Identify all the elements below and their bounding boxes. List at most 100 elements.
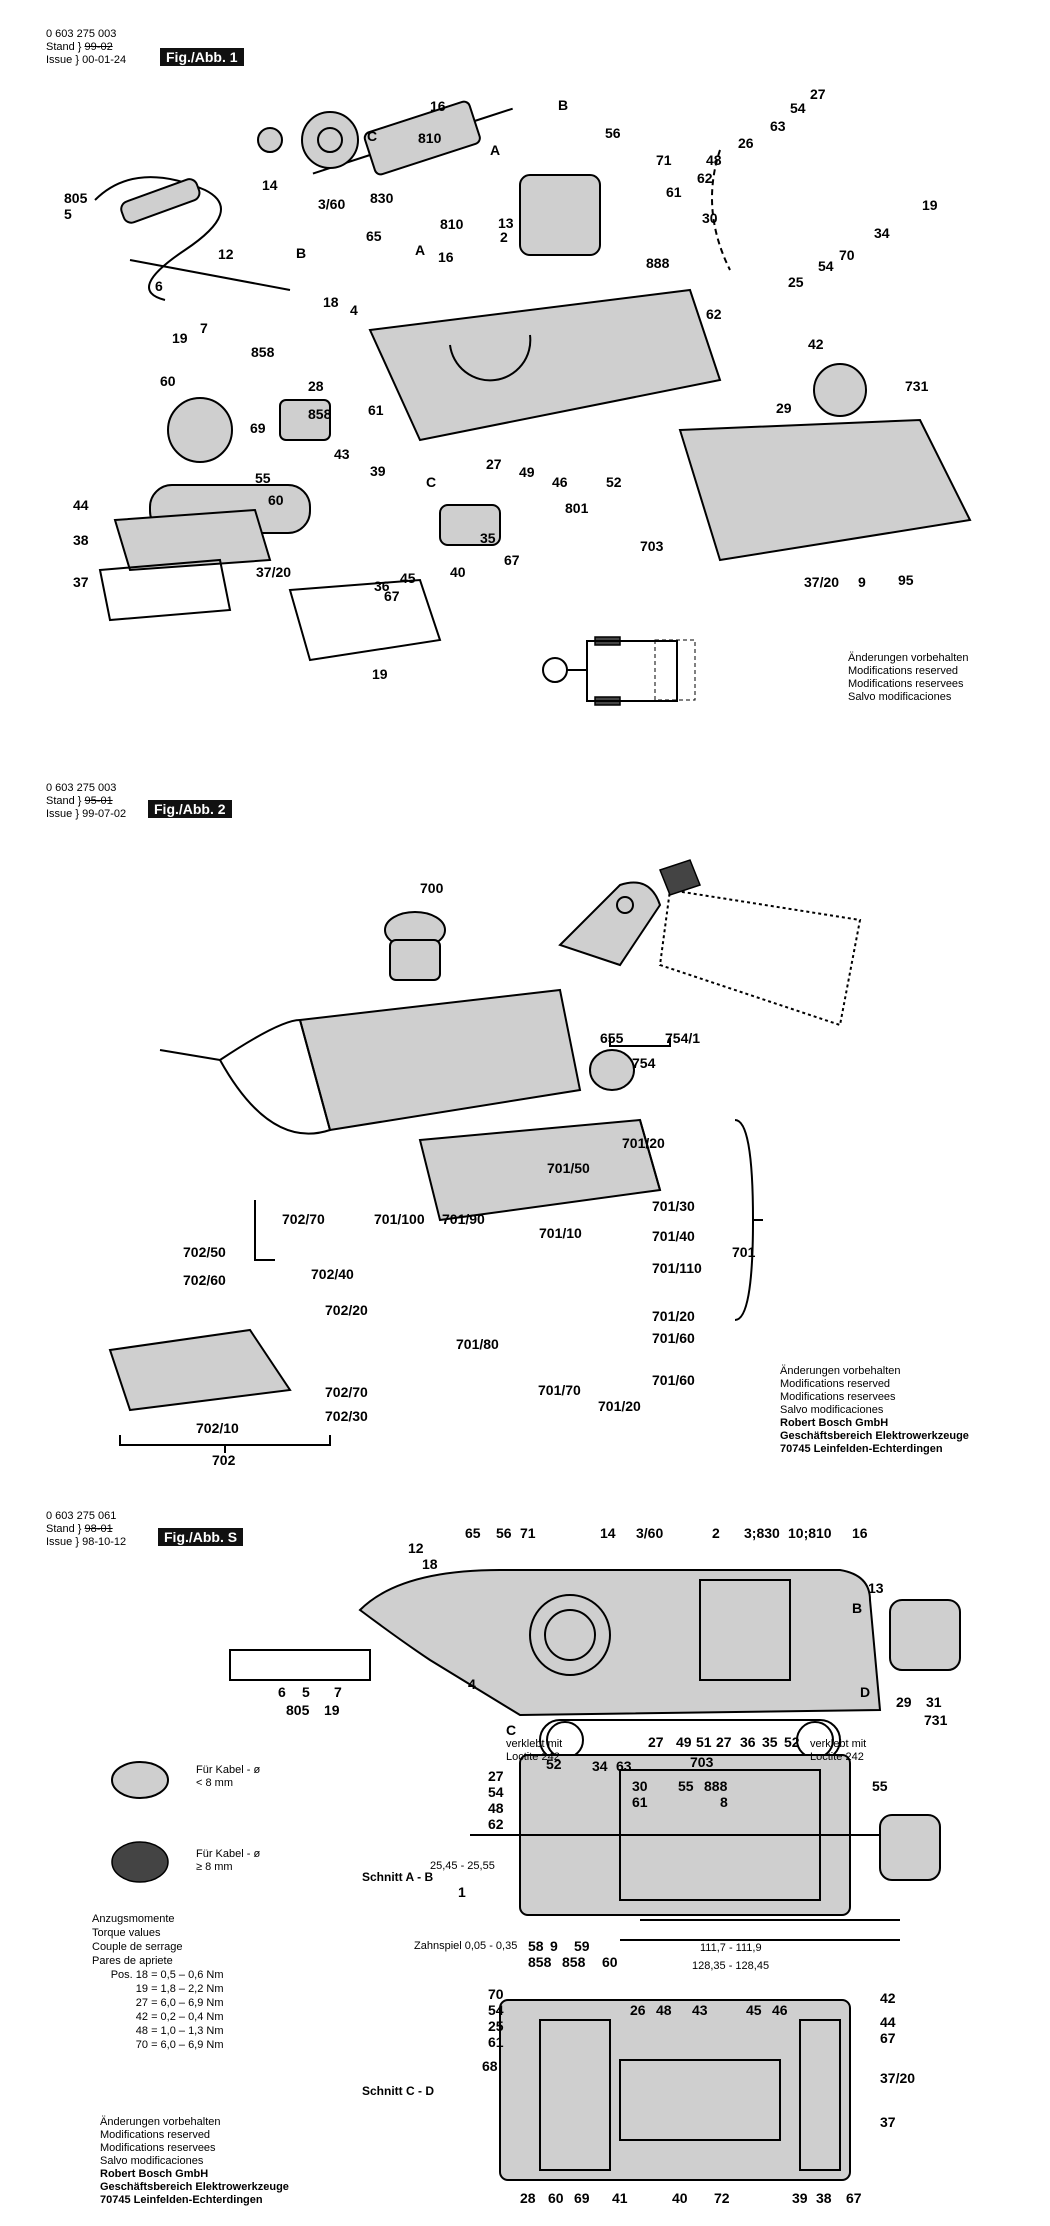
callout: 46: [552, 474, 568, 490]
callout: 4: [350, 302, 358, 318]
callout: 49: [519, 464, 535, 480]
callout: A: [490, 142, 501, 158]
callout: 52: [606, 474, 622, 490]
callout: 37: [73, 574, 89, 590]
callout: 703: [640, 538, 664, 554]
callout: 67: [880, 2030, 896, 2046]
callout: 62: [697, 170, 713, 186]
callout: 731: [905, 378, 929, 394]
callout: 37/20: [804, 574, 840, 590]
callout: 858: [308, 406, 332, 422]
callout: 3/60: [318, 196, 346, 212]
callout: 3/60: [636, 1525, 664, 1541]
callout: 39: [370, 463, 386, 479]
figure-2: 0 603 275 003 Stand } 95-01 Issue } 99-0…: [0, 770, 1050, 1490]
callout: 48: [706, 152, 722, 168]
callout: 55: [872, 1778, 888, 1794]
figs-section-drawings: [111, 1569, 961, 2181]
fig2-label: Fig./Abb. 2: [148, 800, 232, 818]
callout: 5: [302, 1684, 310, 1700]
callout: 26: [738, 135, 754, 151]
callout: 18: [323, 294, 339, 310]
callout: 70: [488, 1986, 504, 2002]
callout: 28: [308, 378, 324, 394]
callout: 655: [600, 1030, 624, 1046]
callout: 702/50: [183, 1244, 226, 1260]
loctite-note-right: verklebt mit Loctite 242: [810, 1738, 867, 1763]
callout: 52: [546, 1756, 562, 1772]
figs-label: Fig./Abb. S: [158, 1528, 244, 1546]
torque-row: 70 = 6,0 – 6,9 Nm: [135, 2039, 224, 2051]
callout: 69: [574, 2190, 590, 2206]
callout: 40: [672, 2190, 688, 2206]
dim-128: 128,35 - 128,45: [692, 1960, 770, 1972]
figure-1: 0 603 275 003 Stand } 99-02 Issue } 00-0…: [0, 0, 1050, 760]
callout: 2: [712, 1525, 720, 1541]
callout: 19: [372, 666, 388, 682]
callout: 14: [262, 177, 278, 193]
callout: 701/50: [547, 1160, 590, 1176]
callout: 701/60: [652, 1372, 695, 1388]
callout: C: [367, 128, 378, 144]
callout: D: [860, 1684, 871, 1700]
callout: 29: [896, 1694, 912, 1710]
callout: 19: [172, 330, 188, 346]
callout: 35: [480, 530, 496, 546]
callout: 701/60: [652, 1330, 695, 1346]
callout: 14: [600, 1525, 616, 1541]
callout: 48: [656, 2002, 672, 2018]
callout: 55: [678, 1778, 694, 1794]
callout: 71: [520, 1525, 536, 1541]
callout: C: [426, 474, 437, 490]
torque-row: 27 = 6,0 – 6,9 Nm: [135, 1997, 224, 2009]
callout: 18: [422, 1556, 438, 1572]
callout: 31: [926, 1694, 942, 1710]
figs-part-no: 0 603 275 061: [46, 1510, 117, 1522]
callout: 19: [922, 197, 938, 213]
callout: 61: [632, 1794, 648, 1810]
callout: 61: [666, 184, 682, 200]
callout: 63: [770, 118, 786, 134]
fig1-exploded-drawing: [94, 100, 972, 706]
callout: 27: [648, 1734, 664, 1750]
fig1-notes: Änderungen vorbehalten Modifications res…: [848, 652, 969, 703]
callout: 701/20: [598, 1398, 641, 1414]
callout: 830: [370, 190, 394, 206]
callout: 6: [155, 278, 163, 294]
callout: 63: [616, 1758, 632, 1774]
callout: 70: [839, 247, 855, 263]
callout: 62: [488, 1816, 504, 1832]
callout: 37/20: [880, 2070, 916, 2086]
callout: 44: [73, 497, 89, 513]
callout: 59: [574, 1938, 590, 1954]
callout: 37/20: [256, 564, 292, 580]
callout: 60: [602, 1954, 618, 1970]
figs-notes: Änderungen vorbehalten Modifications res…: [100, 2116, 289, 2206]
callout: B: [558, 97, 569, 113]
schnitt-ab: Schnitt A - B: [362, 1870, 434, 1884]
callout: 69: [250, 420, 266, 436]
callout: 9: [858, 574, 866, 590]
callout: 12: [218, 246, 234, 262]
callout: 702/70: [282, 1211, 325, 1227]
cable-large-note: Für Kabel - ø ≥ 8 mm: [196, 1848, 261, 1873]
callout: 27: [486, 456, 502, 472]
callout: 72: [714, 2190, 730, 2206]
callout: 61: [488, 2034, 504, 2050]
callout: B: [852, 1600, 863, 1616]
schnitt-cd: Schnitt C - D: [362, 2084, 434, 2098]
callout: 1: [458, 1884, 466, 1900]
callout: 67: [504, 552, 520, 568]
callout: 888: [704, 1778, 728, 1794]
fig1-header: 0 603 275 003 Stand } 99-02 Issue } 00-0…: [46, 28, 127, 66]
callout: 701: [732, 1244, 756, 1260]
callout: 7: [200, 320, 208, 336]
callout: 27: [810, 86, 826, 102]
callout: 34: [592, 1758, 608, 1774]
callout: 56: [496, 1525, 512, 1541]
cable-small-note: Für Kabel - ø < 8 mm: [196, 1764, 261, 1789]
callout: 35: [762, 1734, 778, 1750]
dim-111: 111,7 - 111,9: [700, 1942, 762, 1954]
callout: 60: [268, 492, 284, 508]
callout: 701/70: [538, 1382, 581, 1398]
